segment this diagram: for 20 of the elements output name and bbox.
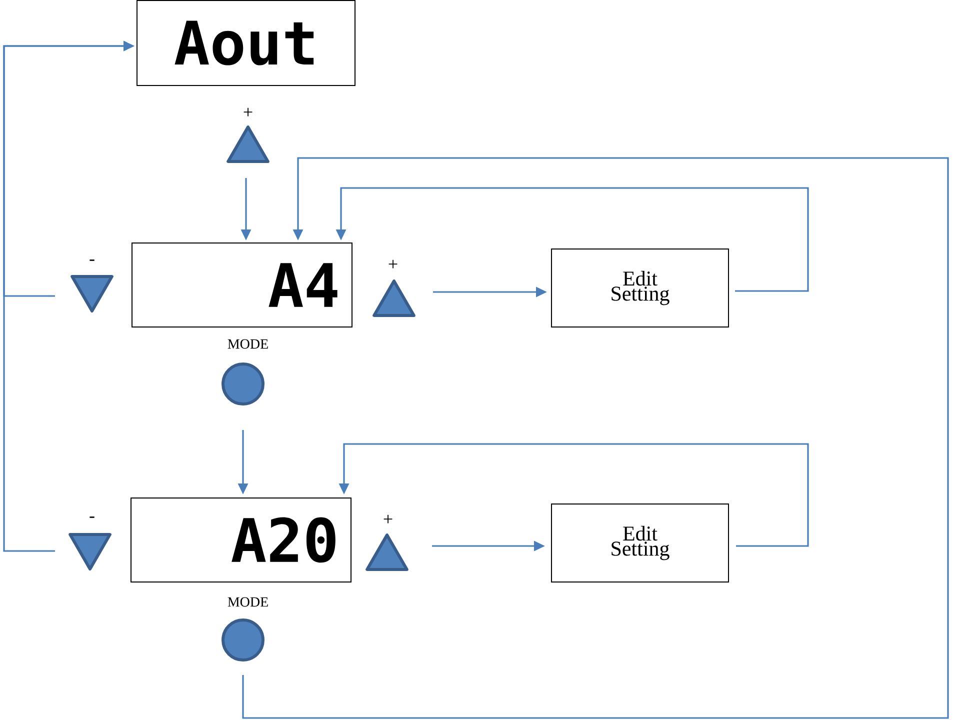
sign-label: +: [388, 260, 398, 268]
setting-box: Edit Setting: [551, 504, 729, 582]
display-box: A20: [130, 498, 352, 582]
triangle-button: [372, 280, 416, 317]
sign-label: +: [244, 108, 252, 116]
sign-label: +: [384, 514, 392, 524]
sign-label: -: [90, 260, 94, 261]
round-button: [222, 618, 264, 662]
triangle-button: [226, 126, 270, 163]
arrow: [242, 157, 949, 719]
sign-label: -: [90, 516, 94, 518]
button-label: MODE: [228, 339, 268, 349]
display-box: Aout: [136, 0, 356, 86]
triangle-button: [70, 275, 114, 312]
button-label: MODE: [228, 597, 268, 607]
triangle-button: [68, 533, 112, 570]
setting-box: Edit Setting: [551, 248, 729, 328]
round-button: [222, 362, 264, 406]
triangle-button: [366, 534, 408, 571]
display-box: A4: [132, 242, 352, 328]
